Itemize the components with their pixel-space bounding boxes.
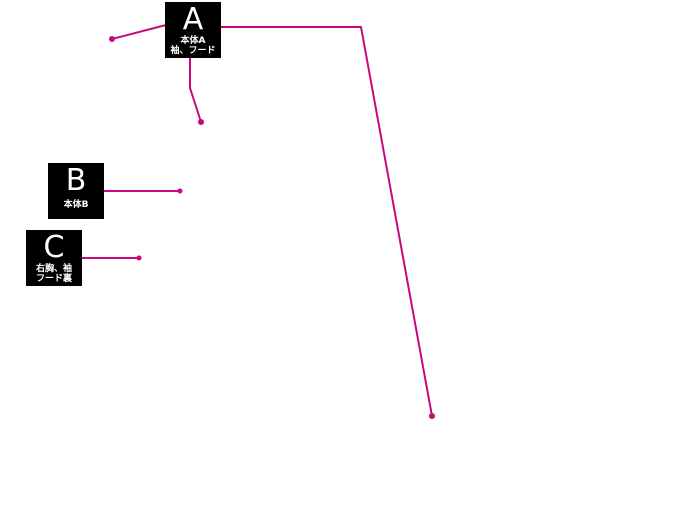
leader-c-dot [136, 255, 142, 261]
label-c-letter: C [43, 230, 65, 265]
label-b-caption: 本体B [63, 200, 89, 210]
label-c: C 右胸、袖 フード裏 [26, 230, 82, 286]
leader-b-dot [177, 188, 183, 194]
leader-a-down-dot [198, 119, 204, 125]
label-b-letter: B [65, 163, 87, 198]
leader-a-left [111, 24, 167, 40]
leader-a-right [219, 26, 433, 417]
label-c-caption: 右胸、袖 フード裏 [35, 264, 72, 284]
label-a-caption: 本体A 袖、フード [170, 36, 216, 56]
label-a: A 本体A 袖、フード [165, 2, 221, 58]
label-a-letter: A [182, 2, 204, 37]
leader-a-left-dot [109, 36, 115, 42]
leader-a-down [189, 56, 202, 123]
label-b: B 本体B [48, 163, 104, 219]
leader-a-right-dot [429, 413, 435, 419]
